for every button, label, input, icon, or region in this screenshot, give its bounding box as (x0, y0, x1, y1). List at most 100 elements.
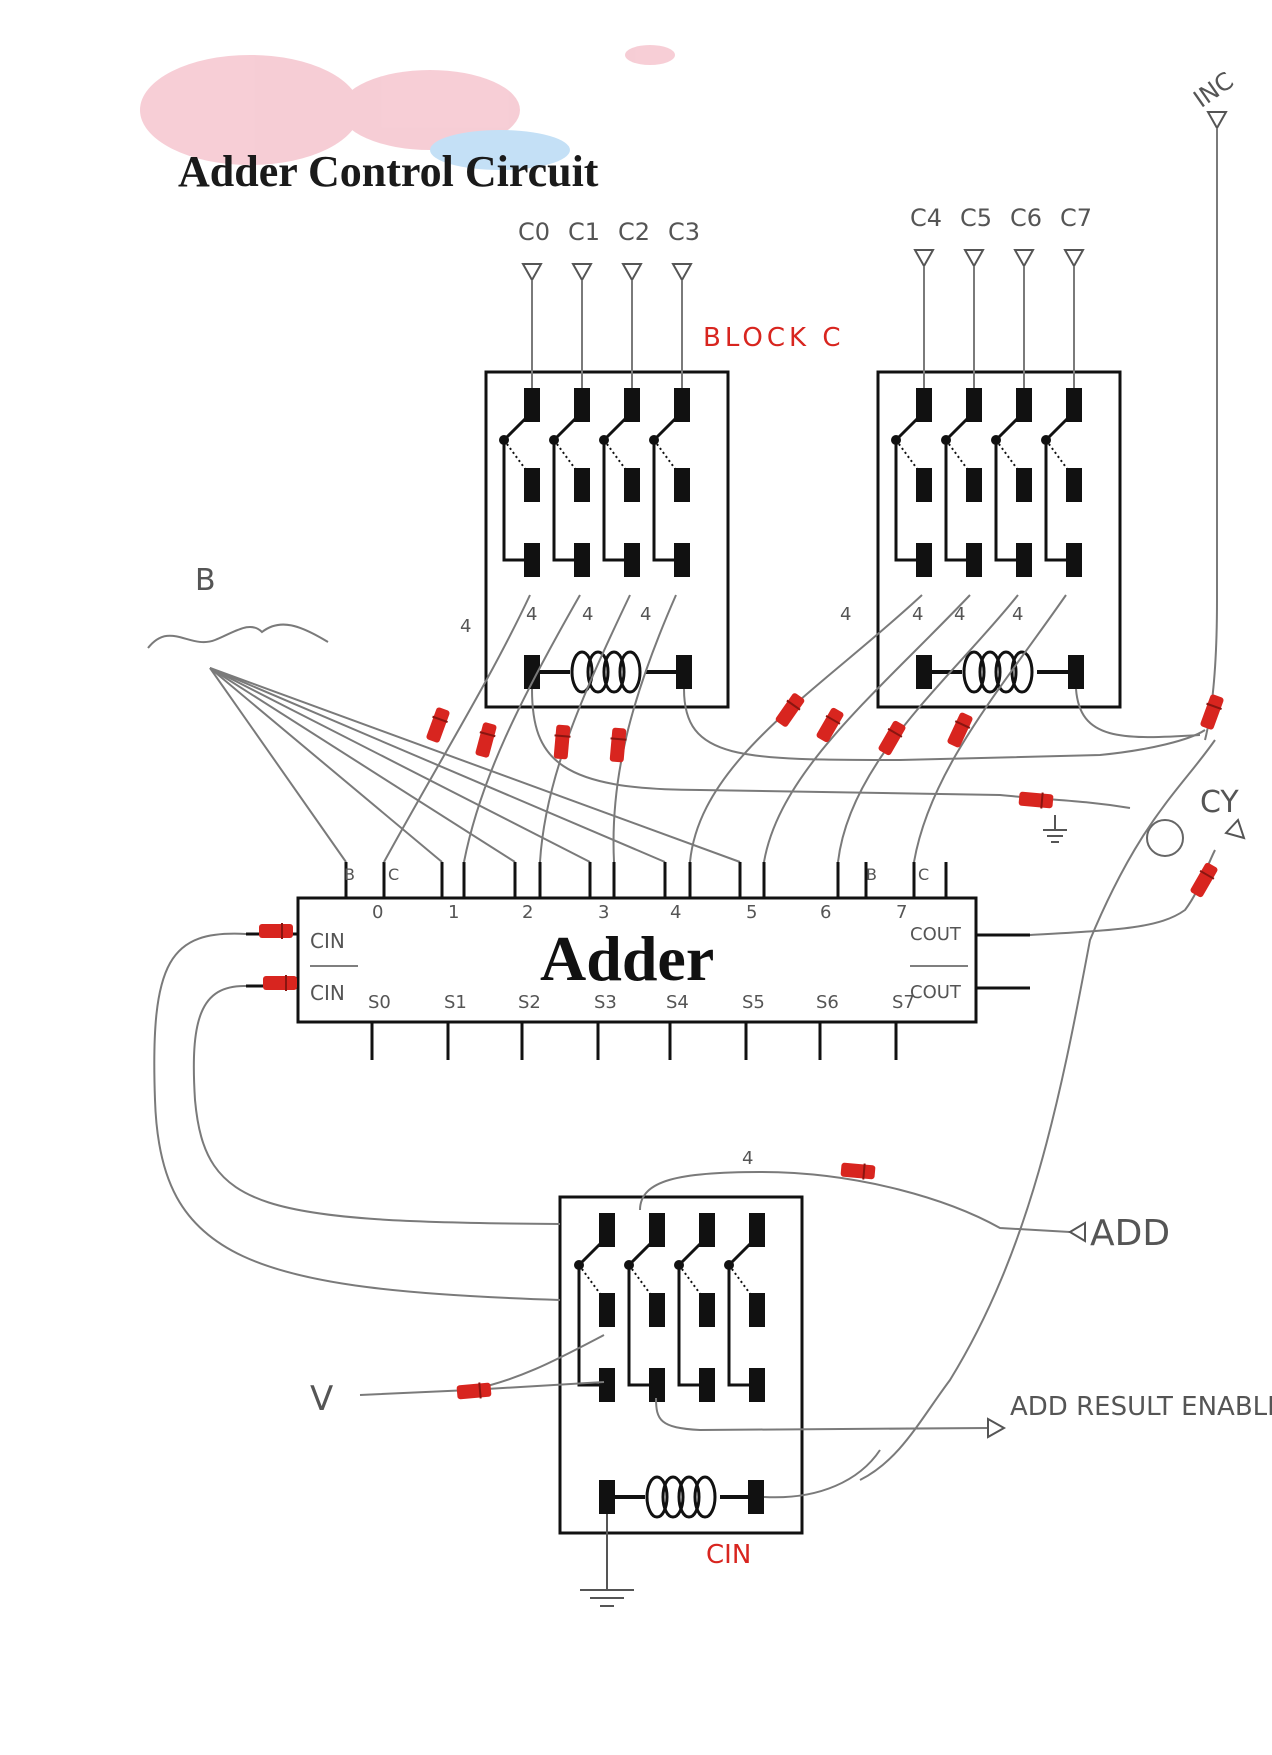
wire-mark: 4 (840, 604, 851, 625)
ground-symbol (580, 1514, 634, 1607)
v-label: V (310, 1379, 333, 1419)
add-result-enable-output: ADD RESULT ENABLE (987, 1392, 1272, 1439)
adder-output-label: S3 (594, 992, 617, 1013)
input-label: C5 (960, 204, 992, 232)
relay-block-left (484, 370, 730, 709)
input-c5: C5 (960, 204, 992, 388)
diodes (259, 693, 1224, 1400)
input-label: C6 (1010, 204, 1042, 232)
relay-block-right (876, 370, 1122, 709)
input-c3: C3 (668, 218, 700, 388)
wire-mark: 4 (954, 604, 965, 625)
adder-input-label: 6 (820, 902, 831, 923)
cout-bar-pin-label: COUT (910, 982, 962, 1003)
adder-b-mark: B (866, 865, 877, 884)
adder-input-label: 0 (372, 902, 383, 923)
input-c4: C4 (910, 204, 942, 388)
diode (840, 1162, 876, 1180)
diode (475, 722, 497, 758)
relay-block-cin (558, 1195, 804, 1535)
adder-c-mark: C (388, 865, 399, 884)
diode (553, 724, 571, 760)
right-relay-pole-1 (941, 388, 982, 577)
diode (263, 975, 297, 991)
wire-marks: 4 4 4 4 4 4 4 4 4 (460, 604, 1023, 1169)
cy-output: CY (1200, 785, 1239, 820)
add-label: ADD (1090, 1213, 1170, 1254)
add-result-enable-label: ADD RESULT ENABLE (1010, 1392, 1272, 1422)
adder-output-label: S5 (742, 992, 765, 1013)
cy-label: CY (1200, 785, 1239, 820)
cout-pin-label: COUT (910, 924, 962, 945)
diode (456, 1382, 492, 1400)
adder-c-mark: C (918, 865, 929, 884)
adder-b-mark: B (344, 865, 355, 884)
adder-input-label: 7 (896, 902, 907, 923)
page-title: Adder Control Circuit (178, 147, 599, 196)
wire-mark: 4 (742, 1148, 753, 1169)
cin-relay-pole-1 (624, 1213, 665, 1402)
diode (426, 707, 450, 743)
left-relay-pole-0 (499, 388, 540, 577)
relay-coil-cin (645, 1475, 717, 1519)
input-c2: C2 (618, 218, 650, 388)
wire-mark: 4 (526, 604, 537, 625)
input-label: C0 (518, 218, 550, 246)
cin-pin-label: CIN (310, 929, 345, 953)
input-c6: C6 (1010, 204, 1042, 388)
relay-coil-left (570, 650, 642, 694)
wire-mark: 4 (640, 604, 651, 625)
input-c7: C7 (1060, 204, 1092, 388)
input-label: C3 (668, 218, 700, 246)
adder-title: Adder (540, 923, 714, 994)
right-relay-pole-2 (991, 388, 1032, 577)
wire-mark: 4 (912, 604, 923, 625)
cin-relay-pole-3 (724, 1213, 765, 1402)
wiring (153, 594, 1246, 1499)
inc-input: INC (1188, 67, 1239, 741)
b-label: B (195, 563, 216, 598)
input-label: C7 (1060, 204, 1092, 232)
input-label: C4 (910, 204, 942, 232)
right-relay-pole-3 (1041, 388, 1082, 577)
diode (1018, 791, 1054, 809)
cin-block-label: CIN (706, 1540, 751, 1570)
left-relay-pole-3 (649, 388, 690, 577)
left-relay-pole-2 (599, 388, 640, 577)
adder-output-label: S6 (816, 992, 839, 1013)
adder-input-label: 1 (448, 902, 459, 923)
diode (609, 727, 627, 763)
input-label: C2 (618, 218, 650, 246)
adder-input-label: 5 (746, 902, 757, 923)
ink-smudge (140, 45, 675, 170)
adder-output-label: S2 (518, 992, 541, 1013)
wire-mark: 4 (1012, 604, 1023, 625)
input-c0: C0 (518, 218, 550, 388)
adder-input-label: 4 (670, 902, 681, 923)
cin-relay-pole-2 (674, 1213, 715, 1402)
adder-output-label: S7 (892, 992, 915, 1013)
ground-symbol (1043, 815, 1067, 843)
diode (1200, 694, 1224, 730)
adder-input-label: 3 (598, 902, 609, 923)
diode (1190, 862, 1218, 898)
top-inputs: C0 C1 C2 C3 C4 C5 C6 C7 (518, 204, 1092, 388)
add-input: ADD (1068, 1213, 1170, 1254)
diode (259, 923, 293, 939)
diode (775, 693, 805, 727)
cin-relay-pole-0 (574, 1213, 615, 1402)
left-relay-pole-1 (549, 388, 590, 577)
input-label: C1 (568, 218, 600, 246)
wire-mark: 4 (460, 616, 471, 637)
input-c1: C1 (568, 218, 600, 388)
diode (816, 707, 844, 743)
adder-output-label: S4 (666, 992, 689, 1013)
inc-label: INC (1188, 67, 1238, 114)
right-relay-pole-0 (891, 388, 932, 577)
adder-output-label: S0 (368, 992, 391, 1013)
adder-input-label: 2 (522, 902, 533, 923)
cin-bar-pin-label: CIN (310, 981, 345, 1005)
wire-mark: 4 (582, 604, 593, 625)
